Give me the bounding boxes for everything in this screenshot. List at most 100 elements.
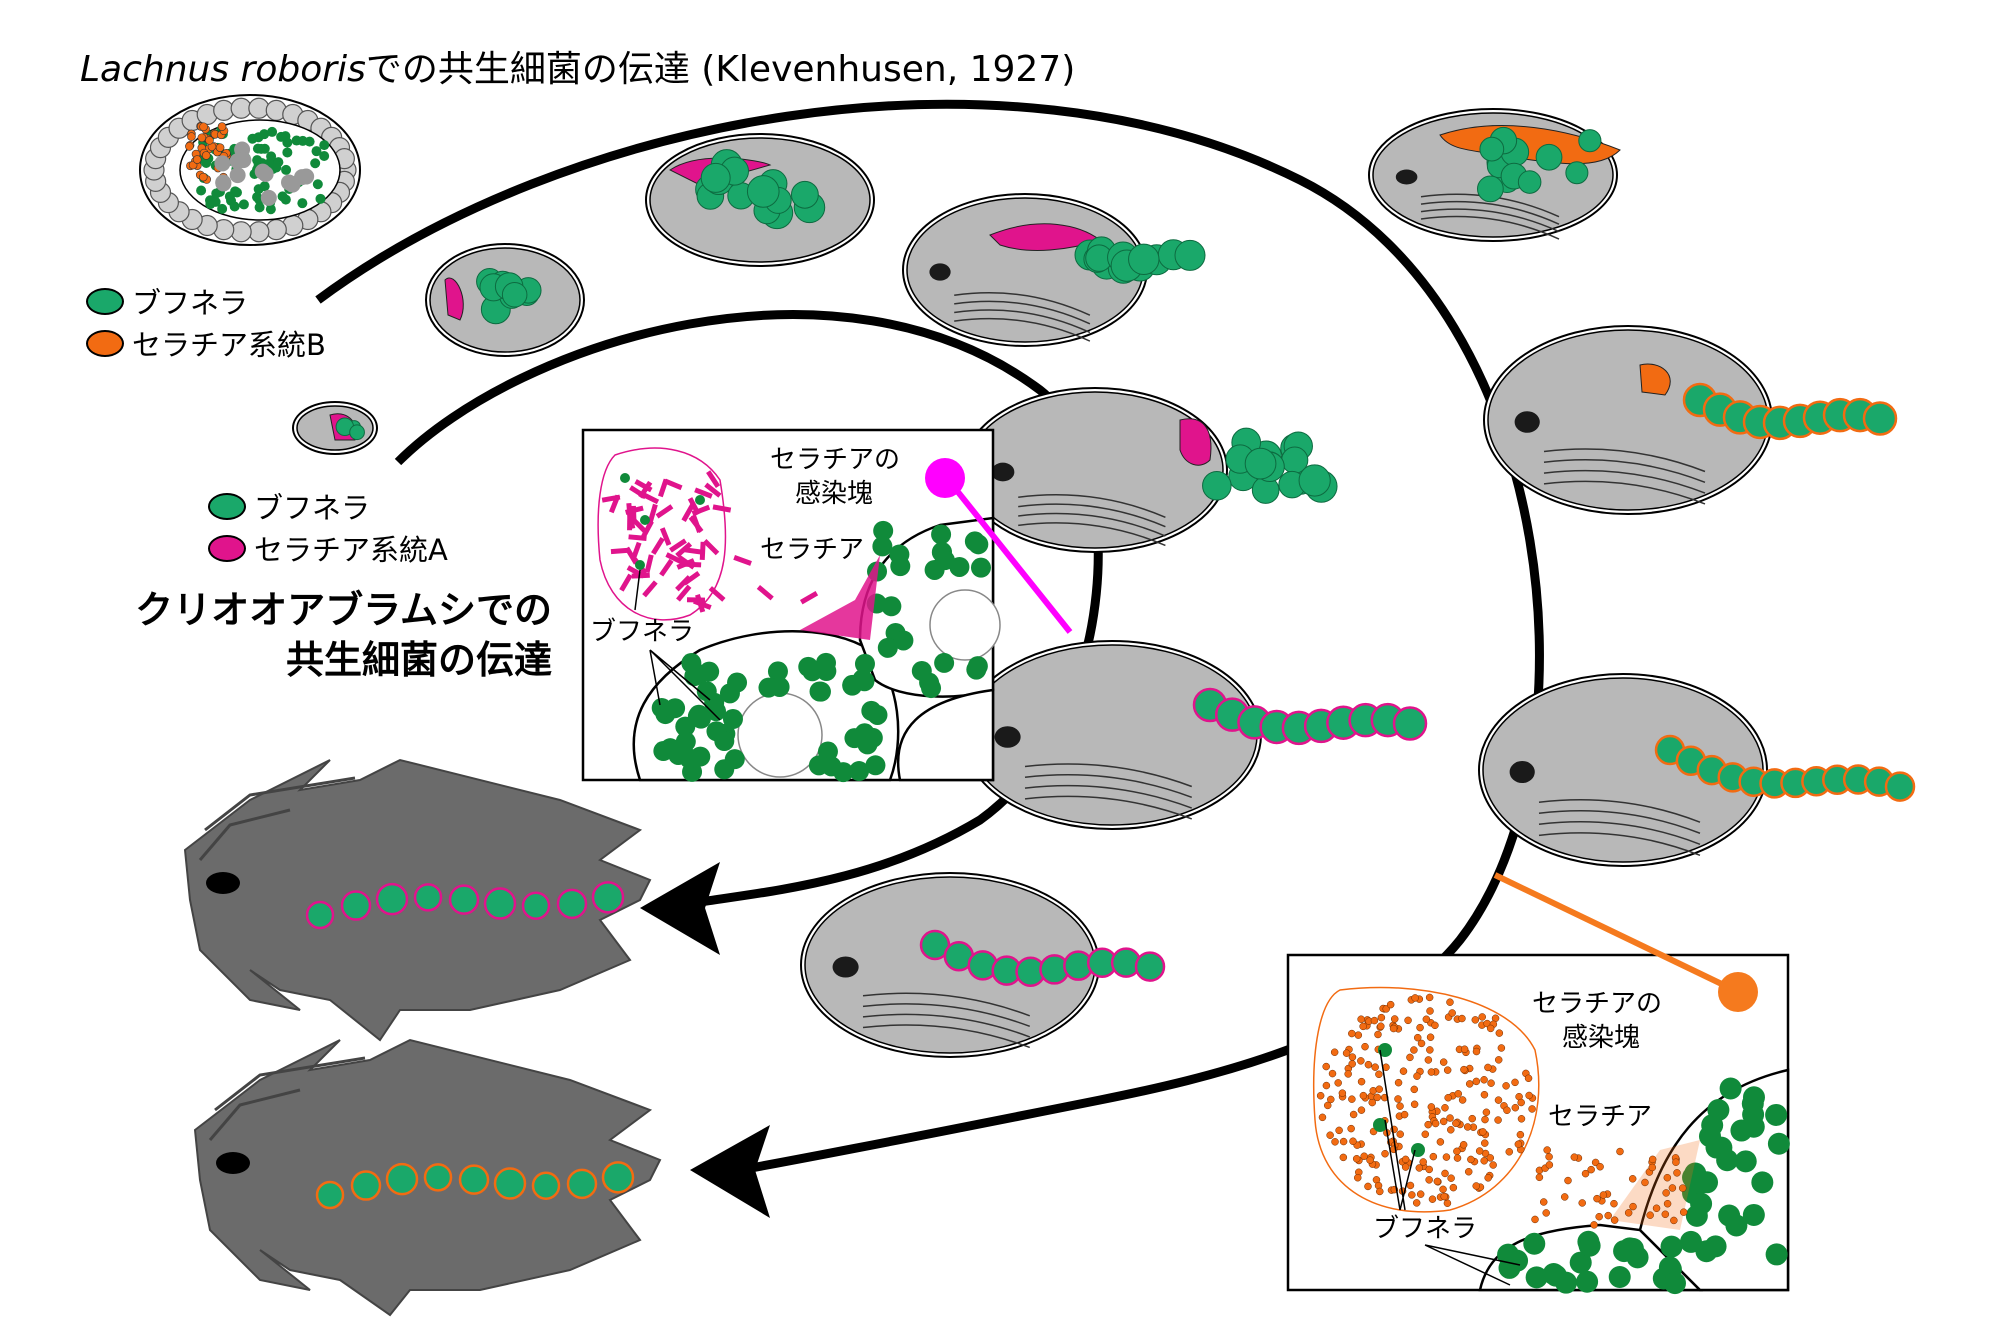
buchnera-cell [635,560,645,570]
buchnera-cell [210,196,221,207]
leg-line [1543,469,1706,494]
leg-line [1018,512,1166,537]
serratia-cell [1497,1044,1506,1052]
buchnera-cell [311,146,322,157]
serratia-cell [1472,1047,1481,1056]
serratia-cell [1624,1209,1633,1217]
serratia-cell [1441,1104,1449,1112]
serratia-rod [640,520,654,539]
leg-line [862,1003,1031,1028]
serratia-cell [1352,1155,1361,1163]
inset-serratia-a: セラチアの 感染塊 セラチア ブフネラ [581,428,1001,783]
leg-line [954,300,1091,325]
legend-a-serratia: セラチア系統A [208,527,448,569]
bacteriocyte [556,888,588,920]
follicle-cell [230,97,252,119]
serratia-cell [1404,1016,1412,1025]
embryo-a-5 [962,387,1338,553]
serratia-mass-a [597,447,727,621]
serratia-cell [1428,1195,1437,1203]
serratia-rod [800,591,819,605]
embryo-eye [929,263,951,281]
legend-b-serratia-label: セラチア系統B [132,328,326,362]
serratia-cell [201,151,211,160]
serratia-cell [1464,1167,1473,1176]
inset-b-buchnera-label: ブフネラ [1373,1214,1477,1244]
serratia-cell [1335,1126,1343,1135]
serratia-cell [1421,1130,1430,1139]
serratia-rod [676,584,692,602]
serratia-rod [659,558,674,577]
embryo-a-3 [645,133,875,267]
buchnera-cell [217,203,228,214]
serratia-cell [1427,1068,1436,1076]
serratia-cell [1400,1110,1409,1119]
serratia-rod [702,539,720,556]
leg-line [954,291,1091,316]
embryo-a-2 [425,243,585,357]
buchnera-cell [1765,1103,1788,1126]
serratia-cell [199,122,208,132]
serratia-cell [1596,1162,1604,1171]
buchnera-cell [297,198,308,209]
serratia-rod [682,571,701,586]
buchnera-cell [238,199,249,210]
bacteriocyte [413,883,443,912]
serratia-cell [192,155,202,164]
buchnera-cell [1742,1203,1765,1226]
embryo-b-2 [1483,325,1898,515]
embryo-b-1 [1368,108,1621,242]
serratia-cell [1396,1102,1404,1110]
serratia-cell [1467,1155,1475,1164]
buchnera-cell [964,531,985,552]
serratia-cell [1390,1015,1399,1023]
buchnera-cell [934,652,955,673]
bacteriocyte-a-3 [896,688,995,782]
serratia-cell [1376,1187,1384,1196]
bacteriocyte [1174,239,1206,271]
buchnera-cell [281,164,292,175]
buchnera-cell [254,202,265,213]
serratia-blob [1179,418,1212,466]
serratia-cell [1484,1063,1492,1072]
leg-line [954,317,1091,342]
serratia-cell [1539,1198,1548,1206]
nucleus [235,152,252,169]
serratia-cell [1425,1176,1433,1184]
serratia-cell [1439,1185,1447,1194]
serratia-cell [1542,1209,1550,1217]
legend-a-buchnera: ブフネラ [208,485,370,527]
serratia-cell [1459,1140,1468,1149]
serratia-cell [1327,1095,1335,1104]
serratia-cell [1444,1093,1452,1102]
serratia-cell [1413,1072,1421,1080]
buchnera-cell [727,672,748,693]
serratia-cell [1425,993,1434,1002]
buchnera-cell [1569,1251,1592,1274]
serratia-cell [1641,1178,1649,1187]
serratia-cell [1377,1022,1385,1030]
serratia-rod [733,554,752,566]
serratia-cell [1449,1183,1458,1192]
leg-line [862,1013,1031,1038]
bacteriocyte [1565,161,1589,185]
serratia-cell [1472,1182,1480,1190]
buchnera-cell [1705,1136,1728,1159]
serratia-cell [1359,1022,1367,1031]
buchnera-cell [252,155,263,166]
buchnera-cell [970,557,991,578]
serratia-rod [712,504,732,513]
legend-b-serratia: セラチア系統B [86,322,326,364]
serratia-cell [1349,1137,1357,1145]
leg-line [1543,448,1706,473]
serratia-rod [619,573,633,592]
serratia-cell [1478,1013,1486,1021]
buchnera-cell [1523,1232,1546,1255]
buchnera-cell [696,681,717,702]
serratia-cell [1652,1204,1661,1213]
bacteriocyte [483,887,517,920]
buchnera-cell [722,709,743,730]
buchnera-cell [1608,1265,1631,1288]
bacteriocyte [1535,143,1563,171]
serratia-rod [688,515,704,533]
